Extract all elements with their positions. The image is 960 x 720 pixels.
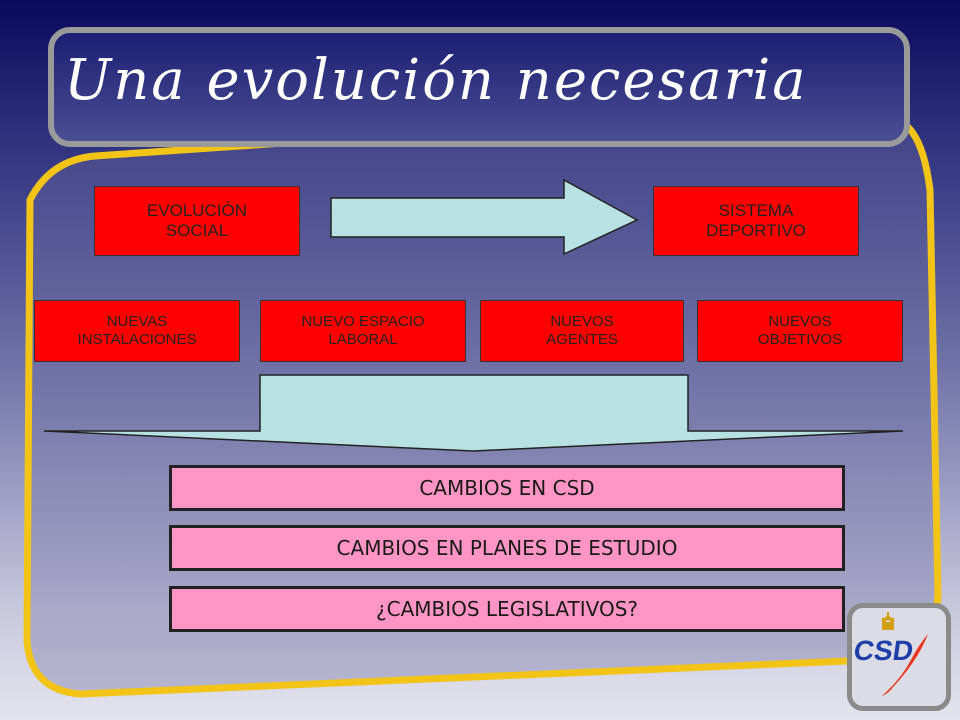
factor-box-objetivos: NUEVOS OBJETIVOS (697, 300, 903, 362)
change-label: CAMBIOS EN CSD (419, 476, 595, 500)
change-label: CAMBIOS EN PLANES DE ESTUDIO (336, 536, 678, 560)
evolucion-social-box: EVOLUCIÓN SOCIAL (94, 186, 300, 256)
down-funnel-arrow (43, 374, 904, 452)
factor-label: NUEVO ESPACIO LABORAL (301, 313, 425, 348)
swoosh-icon (882, 634, 928, 696)
right-arrow (330, 178, 639, 256)
factor-label: NUEVOS OBJETIVOS (757, 313, 843, 348)
factor-box-agentes: NUEVOS AGENTES (480, 300, 684, 362)
change-box-legislativos: ¿CAMBIOS LEGISLATIVOS? (169, 586, 845, 632)
crown-icon (881, 612, 895, 630)
csd-logo-graphic: CSD (852, 612, 928, 696)
sistema-deportivo-label: SISTEMA DEPORTIVO (706, 200, 806, 240)
change-label: ¿CAMBIOS LEGISLATIVOS? (375, 597, 639, 621)
factor-box-espacio-laboral: NUEVO ESPACIO LABORAL (260, 300, 466, 362)
evolucion-social-label: EVOLUCIÓN SOCIAL (146, 200, 248, 240)
change-box-csd: CAMBIOS EN CSD (169, 465, 845, 511)
factor-label: NUEVAS INSTALACIONES (77, 313, 197, 348)
factor-box-instalaciones: NUEVAS INSTALACIONES (34, 300, 240, 362)
csd-logo: CSD (847, 603, 951, 711)
sistema-deportivo-box: SISTEMA DEPORTIVO (653, 186, 859, 256)
factor-label: NUEVOS AGENTES (546, 313, 618, 348)
slide-title: Una evolución necesaria (64, 48, 808, 113)
logo-text: CSD (852, 635, 915, 666)
title-banner (48, 27, 910, 147)
change-box-planes-estudio: CAMBIOS EN PLANES DE ESTUDIO (169, 525, 845, 571)
